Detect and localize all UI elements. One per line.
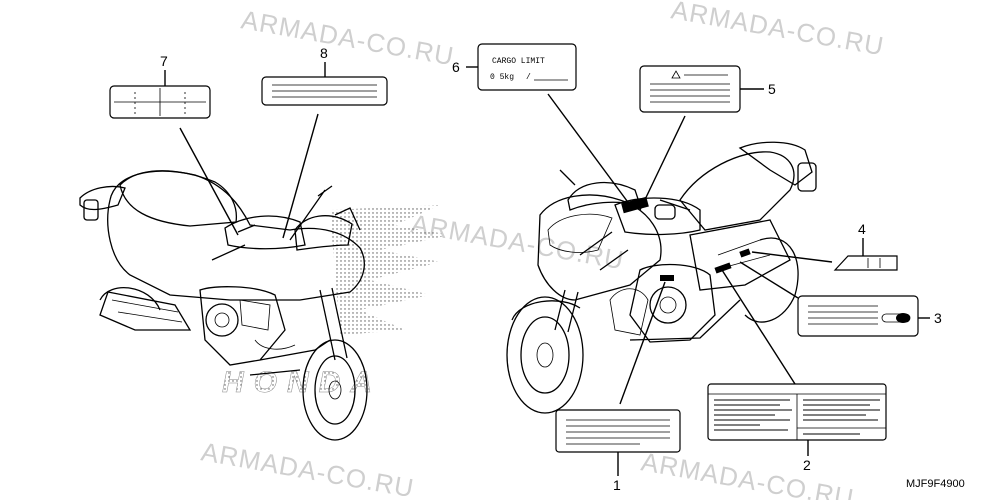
callout-3: 3 xyxy=(934,310,942,326)
callout-numbers: 7 8 6 5 4 3 2 1 xyxy=(160,45,942,493)
motorcycle-right-view xyxy=(506,141,817,414)
callout-7: 7 xyxy=(160,53,168,69)
diagram-code: MJF9F4900 xyxy=(906,478,965,490)
honda-logo: HONDA xyxy=(222,366,382,400)
motorcycle-left-view: HONDA xyxy=(79,170,450,441)
label-8-panel xyxy=(261,76,388,106)
watermark-text: ARMADA-CO.RU xyxy=(239,4,457,71)
callout-1: 1 xyxy=(613,477,621,493)
honda-logo-text: HONDA xyxy=(222,366,382,399)
watermark-text: ARMADA-CO.RU xyxy=(199,436,417,500)
callout-6: 6 xyxy=(452,59,460,75)
callout-2: 2 xyxy=(803,457,811,473)
label-3-panel xyxy=(797,295,919,337)
label-2-panel xyxy=(707,383,887,441)
label-7-panel xyxy=(109,85,211,119)
watermark-text: ARMADA-CO.RU xyxy=(639,446,857,500)
label-1-panel xyxy=(555,409,681,453)
cargo-limit-value: 0 5kg xyxy=(490,73,514,82)
cargo-limit-title: CARGO LIMIT xyxy=(492,57,545,66)
watermark-text: ARMADA-CO.RU xyxy=(669,0,887,61)
warning-triangle-icon xyxy=(671,70,681,79)
label-6-cargo-limit-panel: CARGO LIMIT 0 5kg / xyxy=(477,43,577,91)
honda-wing-emblem xyxy=(330,205,450,335)
callout-5: 5 xyxy=(768,81,776,97)
callout-8: 8 xyxy=(320,45,328,61)
label-5-warning-panel xyxy=(639,65,741,113)
cargo-limit-slash: / xyxy=(526,73,531,82)
callout-4: 4 xyxy=(858,221,866,237)
label-4-panel xyxy=(833,255,898,271)
leader-lines xyxy=(164,62,930,476)
watermark-text: ARMADA-CO.RU xyxy=(409,208,627,275)
